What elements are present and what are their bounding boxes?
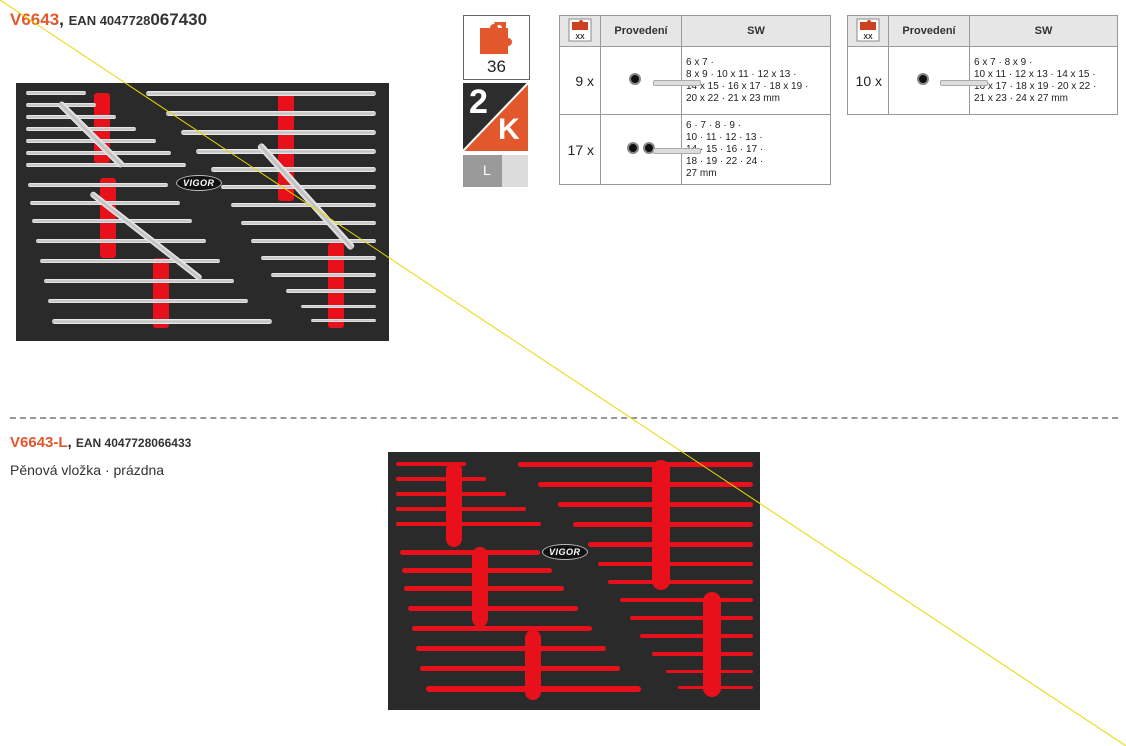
spec-table-2: XX Provedení SW 10 x 6 x 7 · 8 x 9 ·10 x…	[847, 15, 1118, 115]
puzzle-icon	[480, 22, 512, 54]
vigor-logo: VIGOR	[176, 175, 222, 191]
spec1-row2-sw: 6 · 7 · 8 · 9 ·10 · 11 · 12 · 13 ·14 · 1…	[681, 114, 831, 185]
spec2-row1-sw: 6 x 7 · 8 x 9 ·10 x 11 · 12 x 13 · 14 x …	[969, 46, 1118, 115]
offset-ring-wrench-icon	[940, 80, 988, 86]
combination-wrench-icon	[653, 80, 701, 86]
pieces-count: 36	[487, 57, 506, 76]
spec2-header-type: Provedení	[888, 15, 970, 47]
spec2-icon-header: XX	[847, 15, 889, 47]
component-badge: 2 K	[463, 83, 528, 151]
xx-label-1: XX	[575, 34, 585, 41]
xx-label-2: XX	[863, 34, 873, 41]
product2-ean: EAN 4047728066433	[75, 436, 192, 450]
double-open-wrench-icon	[653, 148, 701, 154]
pieces-badge: 36	[463, 15, 530, 80]
spec1-header-sw: SW	[681, 15, 831, 47]
spec-table-1: XX Provedení SW 9 x 6 x 7 ·8 x 9 · 10 x …	[559, 15, 831, 185]
section-divider	[10, 417, 1118, 419]
spec1-row1-sw: 6 x 7 ·8 x 9 · 10 x 11 · 12 x 13 ·14 x 1…	[681, 46, 831, 115]
tool-tray-photo: VIGOR	[16, 83, 389, 341]
component-letter: K	[498, 113, 520, 146]
puzzle-xx-icon: XX	[567, 18, 593, 42]
spec1-icon-header: XX	[559, 15, 601, 47]
ean-label: EAN 4047728	[68, 13, 151, 28]
vigor-logo-2: VIGOR	[542, 544, 588, 560]
product2-subtitle: Pěnová vložka · prázdna	[10, 462, 165, 478]
puzzle-xx-icon-2: XX	[855, 18, 881, 42]
spec2-row1-qty: 10 x	[847, 46, 889, 115]
spec1-row2-qty: 17 x	[559, 114, 601, 185]
size-letter: L	[483, 162, 491, 178]
foam-insert-photo: VIGOR	[388, 452, 760, 710]
spec1-row1-qty: 9 x	[559, 46, 601, 115]
title2-separator: ,	[67, 434, 72, 451]
product2-title: V6643-L, EAN 4047728066433	[10, 434, 191, 451]
spec2-header-sw: SW	[969, 15, 1118, 47]
title-separator: ,	[59, 10, 64, 29]
size-badge: L	[463, 155, 528, 187]
product-title: V6643, EAN 4047728067430	[10, 10, 207, 30]
product-code: V6643	[10, 10, 60, 29]
product2-code: V6643-L	[10, 434, 68, 451]
spec1-header-type: Provedení	[600, 15, 682, 47]
double-ring-icon-a	[627, 142, 640, 154]
offset-ring-icon	[917, 73, 929, 85]
component-number: 2	[469, 83, 488, 121]
ean-tail: 067430	[150, 10, 208, 29]
single-ring-icon	[629, 73, 641, 85]
